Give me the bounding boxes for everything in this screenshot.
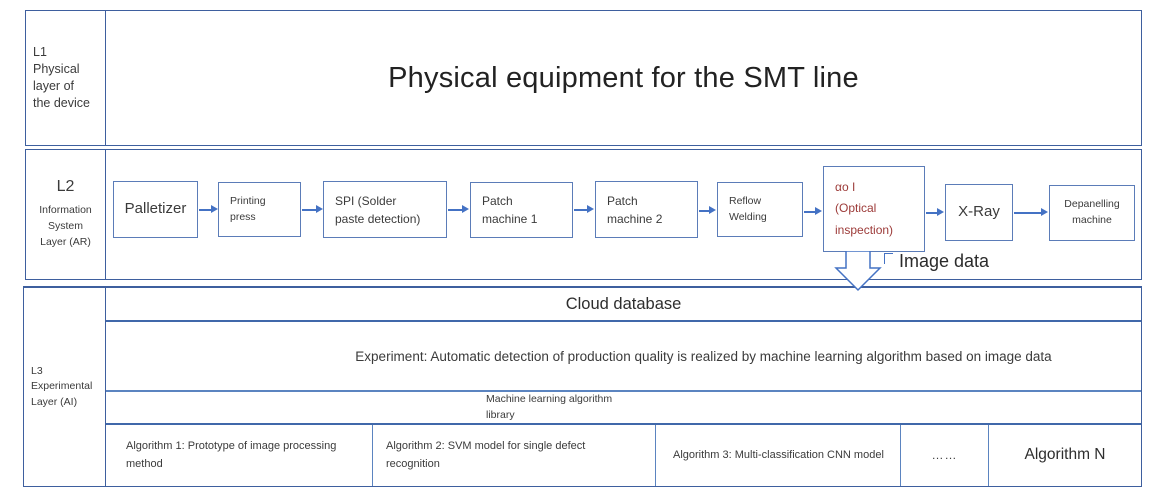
layer-l1-physical: L1 Physical layer of the device Physical… (25, 10, 1142, 146)
flow-box-patch-machine-2: Patch machine 2 (595, 181, 698, 238)
image-data-label: Image data (899, 251, 990, 271)
right-arrow-icon (302, 205, 323, 213)
l2-label-title: L2 (56, 178, 75, 196)
right-arrow-icon (448, 205, 469, 213)
layer-l3-experimental: L3 Experimental Layer (AI) Cloud databas… (23, 286, 1142, 487)
ml-library-band: Machine learning algorithm library (106, 392, 1141, 425)
l1-title: Physical equipment for the SMT line (388, 61, 859, 94)
algorithm-3-cell: Algorithm 3: Multi-classification CNN mo… (656, 425, 901, 486)
right-arrow-icon (804, 207, 822, 215)
l1-label: L1 Physical layer of the device (26, 11, 106, 145)
flow-box-x-ray: X-Ray (945, 184, 1013, 241)
l3-label: L3 Experimental Layer (AI) (24, 288, 106, 486)
flow-box-palletizer: Palletizer (113, 181, 198, 238)
hollow-down-arrow-icon (834, 251, 882, 292)
algorithms-row: Algorithm 1: Prototype of image processi… (106, 425, 1141, 486)
image-data-bracket-icon (884, 253, 893, 264)
algorithm-1-cell: Algorithm 1: Prototype of image processi… (106, 425, 373, 486)
flow-box-spi: SPI (Solder paste detection) (323, 181, 447, 238)
flow-box-patch-machine-1: Patch machine 1 (470, 182, 573, 238)
experiment-band: Experiment: Automatic detection of produ… (106, 322, 1141, 392)
flow-box-depanelling-machine: Depanelling machine (1049, 185, 1135, 241)
l3-content: Cloud database Experiment: Automatic det… (106, 288, 1141, 486)
flow-box-printing-press: Printing press (218, 182, 301, 237)
flow-box-optical-inspection: αo I (Optical inspection) (823, 166, 925, 252)
right-arrow-icon (574, 205, 594, 213)
flow-box-reflow-welding: Reflow Welding (717, 182, 803, 237)
l2-label: L2 Information System Layer (AR) (26, 150, 106, 279)
algorithm-2-cell: Algorithm 2: SVM model for single defect… (373, 425, 656, 486)
right-arrow-icon (1014, 208, 1048, 216)
cloud-database-band: Cloud database (106, 288, 1141, 322)
algorithm-ellipsis-cell: …… (901, 425, 989, 486)
right-arrow-icon (199, 205, 218, 213)
algorithm-n-cell: Algorithm N (1024, 446, 1106, 464)
l2-label-subtitle: Information System Layer (AR) (39, 204, 92, 248)
right-arrow-icon (699, 206, 716, 214)
l1-title-wrap: Physical equipment for the SMT line (106, 11, 1141, 145)
right-arrow-icon (926, 208, 944, 216)
